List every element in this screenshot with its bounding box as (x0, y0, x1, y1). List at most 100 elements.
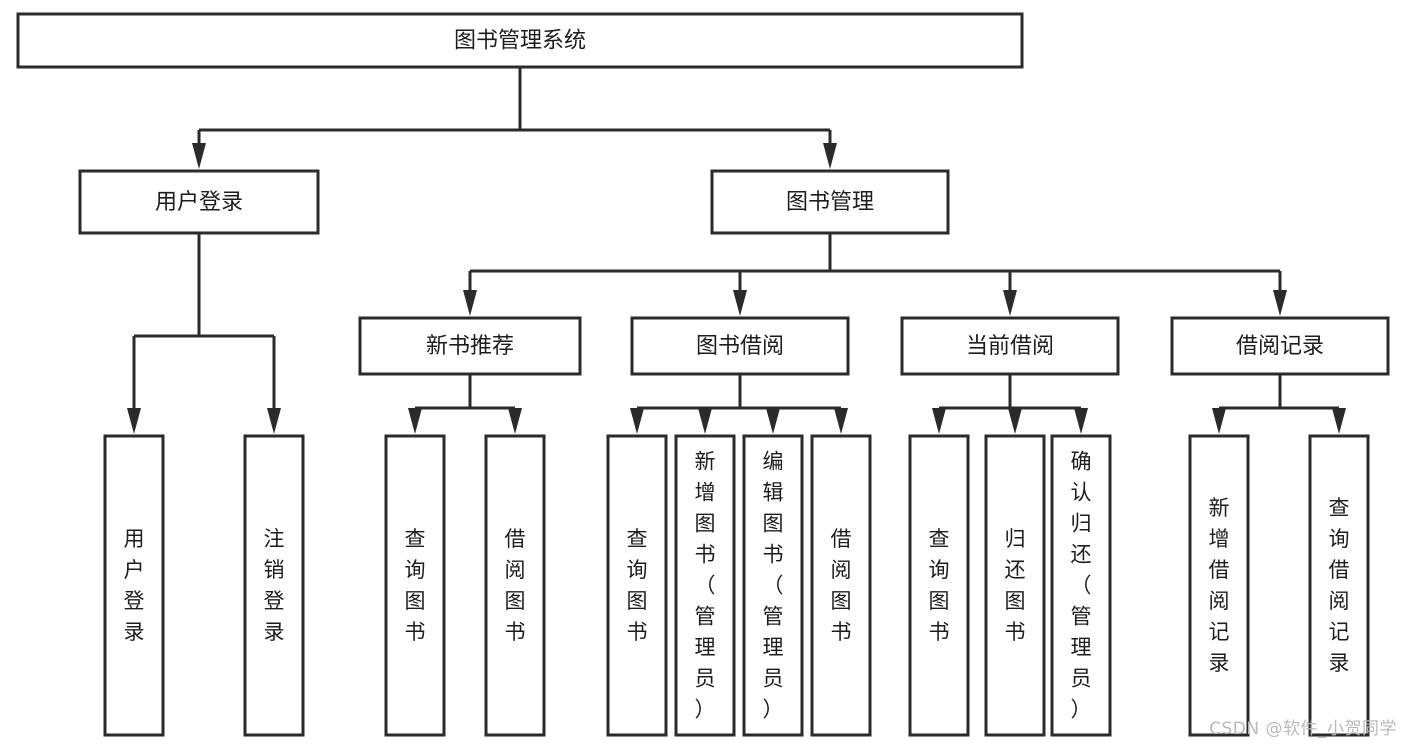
node-box (710, 169, 950, 235)
node-label-char: 认 (1071, 481, 1092, 505)
arrow-head (1003, 290, 1017, 316)
arrow-head (1008, 408, 1022, 434)
node-label-char: 编 (763, 450, 784, 474)
node-label-char: 书 (1005, 620, 1026, 644)
node-box (243, 434, 305, 737)
node-box (358, 316, 582, 376)
arrow-head (1074, 408, 1088, 434)
arrow-head (823, 143, 837, 169)
arrow-head (127, 408, 141, 434)
node-level3-3[interactable]: 借阅记录 (1170, 316, 1390, 376)
node-label-char: （ (763, 574, 784, 598)
node-box (810, 434, 872, 737)
node-label: 新书推荐 (426, 334, 514, 359)
connector-layer (127, 67, 1346, 434)
node-label-char: 还 (1005, 558, 1026, 582)
arrow-head (834, 408, 848, 434)
node-label-char: 理 (1071, 636, 1092, 660)
node-label-char: 增 (1209, 527, 1230, 551)
node-label-char: 借 (1209, 558, 1230, 582)
arrow-head (698, 408, 712, 434)
node-label-char: 员 (695, 667, 716, 691)
node-label-char: 增 (695, 481, 716, 505)
node-label-char: （ (1071, 574, 1092, 598)
node-label: 图书管理系统 (454, 29, 586, 54)
watermark: CSDN @软件_小贺同学 (1209, 719, 1397, 739)
node-label-char: 询 (929, 558, 950, 582)
node-label-char: 辑 (763, 481, 784, 505)
node-label-char: ） (1071, 698, 1092, 722)
node-level3-0[interactable]: 新书推荐 (358, 316, 582, 376)
node-label-char: 查 (929, 527, 950, 551)
node-label-char: 借 (831, 527, 852, 551)
node-level2-1[interactable]: 图书管理 (710, 169, 950, 235)
node-box (742, 434, 804, 737)
node-box (1170, 316, 1390, 376)
arrow-head (1273, 290, 1287, 316)
node-label-char: 阅 (1329, 589, 1350, 613)
node-label-char: 书 (831, 620, 852, 644)
node-label-char: 书 (405, 620, 426, 644)
node-label: 图书借阅 (696, 334, 784, 359)
node-label-char: 确 (1071, 450, 1092, 474)
node-label-char: 图 (405, 589, 426, 613)
node-label-char: （ (695, 574, 716, 598)
node-label-char: 管 (695, 605, 716, 629)
node-level3-1[interactable]: 图书借阅 (630, 316, 850, 376)
node-box (900, 316, 1120, 376)
node-leaf-0[interactable]: 用户登录 (103, 434, 165, 737)
node-label-char: 阅 (505, 558, 526, 582)
node-label-char: 图 (763, 512, 784, 536)
node-box (1050, 434, 1112, 737)
node-label-char: 登 (264, 589, 285, 613)
arrow-head (408, 408, 422, 434)
node-label-char: 注 (264, 527, 285, 551)
node-label-char: 记 (1209, 620, 1230, 644)
node-level2-0[interactable]: 用户登录 (78, 169, 320, 235)
node-label-char: 理 (695, 636, 716, 660)
node-label-char: 书 (695, 543, 716, 567)
node-label-char: 理 (763, 636, 784, 660)
node-label-char: 借 (505, 527, 526, 551)
node-label-char: 阅 (831, 558, 852, 582)
node-box (674, 434, 736, 737)
node-label: 借阅记录 (1236, 334, 1324, 359)
node-box (484, 434, 546, 737)
node-label-char: 户 (124, 558, 145, 582)
node-box (630, 316, 850, 376)
node-label: 当前借阅 (966, 334, 1054, 359)
node-label-char: 归 (1005, 527, 1026, 551)
node-label-char: 员 (763, 667, 784, 691)
node-box (384, 434, 446, 737)
node-label-char: 管 (1071, 605, 1092, 629)
node-label-char: 录 (264, 620, 285, 644)
node-label-char: 书 (929, 620, 950, 644)
node-label-char: ） (695, 698, 716, 722)
node-label-char: 用 (124, 527, 145, 551)
arrow-head (267, 408, 281, 434)
node-label-char: 新 (1209, 496, 1230, 520)
node-label-char: 员 (1071, 667, 1092, 691)
arrow-head (630, 408, 644, 434)
node-label-char: 图 (1005, 589, 1026, 613)
arrow-head (192, 143, 206, 169)
node-label-char: 查 (627, 527, 648, 551)
node-label-char: 书 (627, 620, 648, 644)
node-level3-2[interactable]: 当前借阅 (900, 316, 1120, 376)
node-root[interactable]: 图书管理系统 (16, 12, 1024, 69)
node-label-char: 阅 (1209, 589, 1230, 613)
node-label-char: 询 (1329, 527, 1350, 551)
arrow-head (508, 408, 522, 434)
